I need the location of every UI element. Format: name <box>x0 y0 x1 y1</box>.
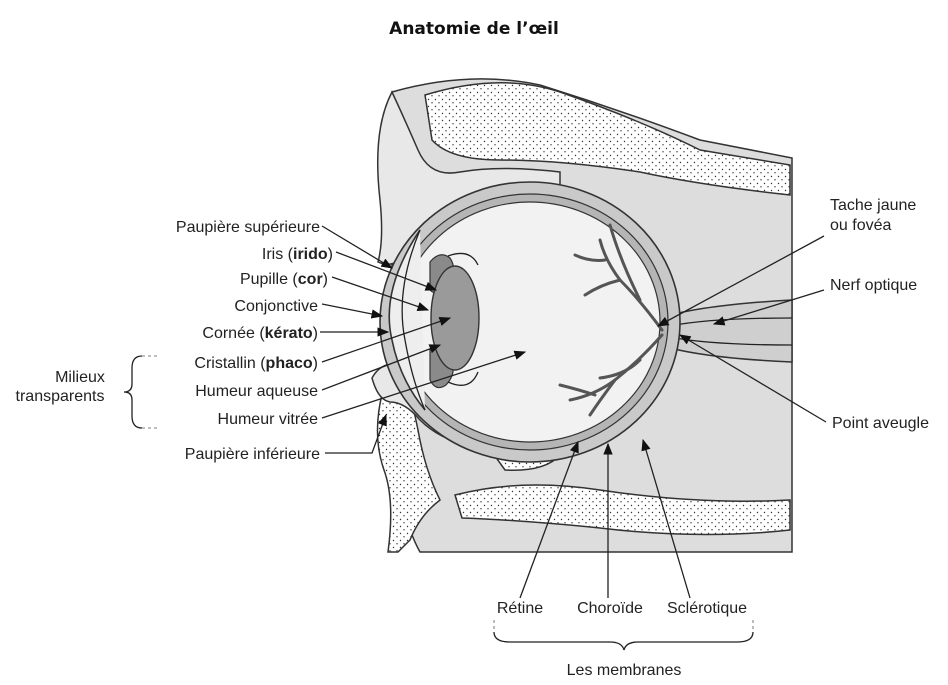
label-tache-jaune-line1: Tache jaune <box>830 197 916 214</box>
label-cornee: Cornée (kérato) <box>202 325 318 342</box>
label-choroide: Choroïde <box>577 600 643 617</box>
label-les-membranes: Les membranes <box>567 662 682 679</box>
labels-bottom: Rétine Choroïde Sclérotique Les membrane… <box>497 600 747 679</box>
membranes-brace <box>494 620 753 650</box>
label-paupiere-superieure: Paupière supérieure <box>176 219 320 236</box>
label-paupiere-inferieure: Paupière inférieure <box>185 446 320 463</box>
eye-illustration <box>372 79 792 552</box>
label-humeur-vitree: Humeur vitrée <box>218 411 319 428</box>
label-sclerotique: Sclérotique <box>667 600 747 617</box>
label-pupille: Pupille (cor) <box>240 271 328 288</box>
label-milieux-line2: transparents <box>16 388 105 405</box>
label-nerf-optique: Nerf optique <box>830 277 917 294</box>
label-cristallin: Cristallin (phaco) <box>194 355 318 372</box>
label-iris: Iris (irido) <box>262 246 333 263</box>
label-humeur-aqueuse: Humeur aqueuse <box>195 383 318 400</box>
label-milieux-line1: Milieux <box>55 369 105 386</box>
label-conjonctive: Conjonctive <box>234 298 318 315</box>
labels-left: Paupière supérieure Iris (irido) Pupille… <box>16 219 333 463</box>
label-retine: Rétine <box>497 600 543 617</box>
lens <box>431 266 479 370</box>
label-tache-jaune-line2: ou fovéa <box>830 217 891 234</box>
labels-right: Tache jaune ou fovéa Nerf optique Point … <box>830 197 929 432</box>
milieux-brace <box>124 356 160 428</box>
diagram-title: Anatomie de l’œil <box>389 19 559 39</box>
label-point-aveugle: Point aveugle <box>832 415 929 432</box>
